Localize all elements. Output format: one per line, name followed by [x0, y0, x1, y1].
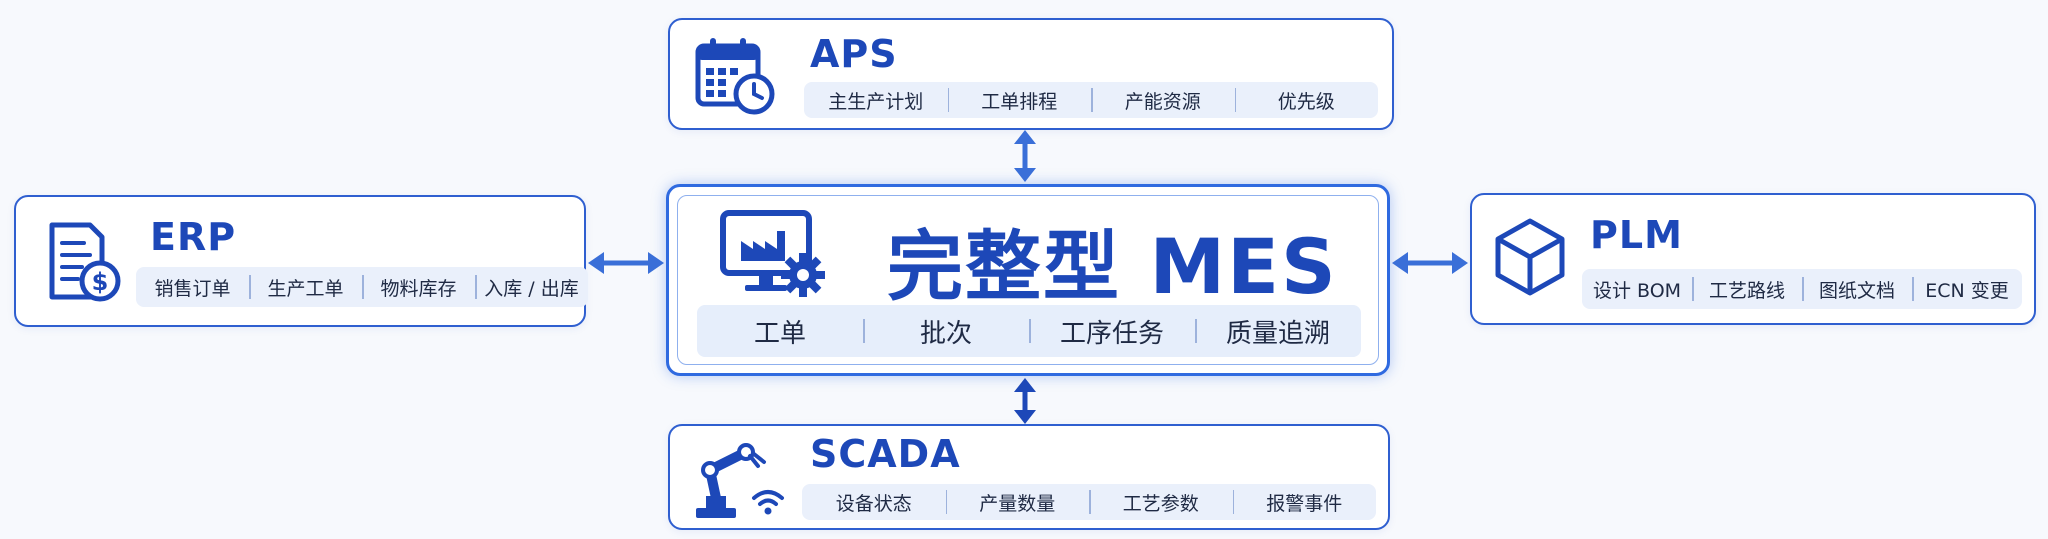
scada-tags: 设备状态 产量数量 工艺参数 报警事件: [802, 484, 1376, 520]
mes-tag: 质量追溯: [1195, 313, 1361, 350]
plm-title: PLM: [1590, 213, 1683, 257]
aps-mes-arrow: [1014, 130, 1036, 182]
aps-tags: 主生产计划 工单排程 产能资源 优先级: [804, 82, 1378, 118]
erp-tag: 入库 / 出库: [475, 274, 588, 301]
mes-tag: 工序任务: [1029, 313, 1195, 350]
plm-tag: 设计 BOM: [1592, 279, 1682, 302]
mes-card: 完整型 MES 工单 批次 工序任务 质量追溯: [666, 184, 1390, 376]
erp-title: ERP: [150, 215, 237, 259]
scada-mes-arrow: [1014, 378, 1036, 424]
plm-tags: 设计 BOM 工艺路线 图纸文档 ECN 变更: [1582, 269, 2022, 309]
plm-tag: 图纸文档: [1802, 276, 1912, 303]
aps-title: APS: [810, 32, 898, 76]
aps-tag: 产能资源: [1091, 87, 1235, 114]
aps-tag: 工单排程: [948, 87, 1092, 114]
aps-tag: 主生产计划: [828, 90, 924, 113]
scada-tag: 产量数量: [946, 489, 1090, 516]
mes-inner-frame: [677, 195, 1379, 365]
scada-title: SCADA: [810, 432, 961, 476]
document-dollar-icon: $: [44, 221, 124, 309]
cube-icon: [1490, 215, 1570, 303]
plm-tag: ECN 变更: [1912, 276, 2022, 303]
erp-tag: 物料库存: [362, 274, 475, 301]
scada-card: SCADA 设备状态 产量数量 工艺参数 报警事件: [668, 424, 1390, 530]
mes-tags: 工单 批次 工序任务 质量追溯: [697, 305, 1361, 357]
plm-mes-arrow: [1392, 252, 1468, 274]
erp-card: $ ERP 销售订单 生产工单 物料库存 入库 / 出库: [14, 195, 588, 327]
monitor-factory-gear-icon: [719, 209, 829, 303]
plm-tag: 工艺路线: [1692, 276, 1802, 303]
mes-tag: 工单: [753, 318, 806, 349]
svg-text:$: $: [92, 268, 109, 296]
erp-tag: 生产工单: [249, 274, 362, 301]
erp-mes-arrow: [588, 252, 664, 274]
plm-card: PLM 设计 BOM 工艺路线 图纸文档 ECN 变更: [1470, 193, 2036, 325]
mes-tag: 批次: [863, 313, 1029, 350]
aps-card: APS 主生产计划 工单排程 产能资源 优先级: [668, 18, 1394, 130]
robot-arm-wifi-icon: [692, 440, 788, 528]
scada-tag: 报警事件: [1233, 489, 1377, 516]
aps-tag: 优先级: [1235, 87, 1379, 114]
mes-title: 完整型 MES: [887, 222, 1338, 311]
erp-tags: 销售订单 生产工单 物料库存 入库 / 出库: [136, 267, 588, 307]
scada-tag: 工艺参数: [1089, 489, 1233, 516]
calendar-clock-icon: [694, 36, 778, 120]
erp-tag: 销售订单: [154, 277, 231, 300]
scada-tag: 设备状态: [835, 492, 912, 515]
